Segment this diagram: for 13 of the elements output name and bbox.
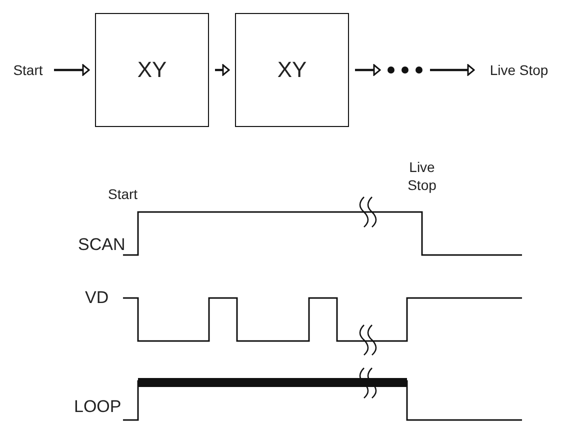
start-label: Start bbox=[8, 58, 48, 82]
signal-name: SCAN bbox=[78, 235, 126, 255]
signal-name: VD bbox=[85, 288, 109, 308]
arrow bbox=[355, 64, 381, 76]
arrow bbox=[215, 64, 230, 76]
signal-name: LOOP bbox=[74, 397, 122, 417]
end-label: Live Stop bbox=[480, 58, 558, 82]
process-box: XY bbox=[95, 13, 209, 127]
event-label: Live Stop bbox=[406, 158, 438, 194]
event-label: Start bbox=[108, 186, 138, 202]
arrow bbox=[54, 64, 90, 76]
process-box: XY bbox=[235, 13, 349, 127]
arrow bbox=[430, 64, 475, 76]
